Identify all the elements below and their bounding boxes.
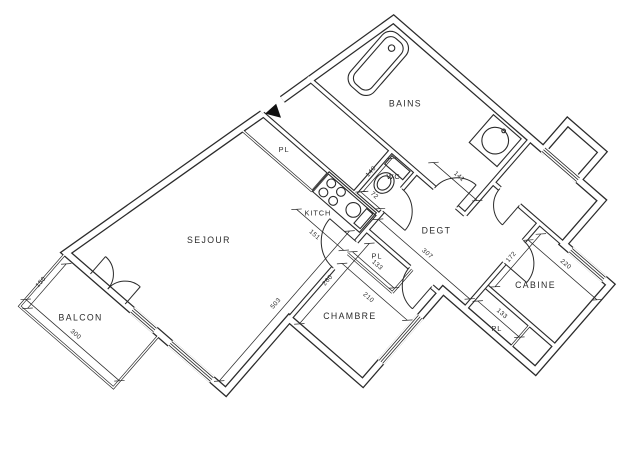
chambre-window: [377, 314, 424, 365]
room-labels: SEJOUR BALCON CHAMBRE CABINE DEGT BAINS …: [59, 98, 556, 333]
dim-cabine-pl-width: 133: [495, 307, 509, 320]
balcony-french-doors: [90, 256, 141, 305]
fixtures: [265, 30, 522, 234]
sejour-degt-door: [320, 218, 357, 269]
room-label-balcon: BALCON: [59, 312, 103, 322]
cabine-door: [504, 240, 535, 283]
room-label-sejour: SEJOUR: [187, 235, 231, 245]
closet-label-kitchen: PL: [279, 145, 290, 154]
dim-line-141: [428, 161, 483, 202]
bains-door: [434, 177, 477, 208]
sejour-window-1: [129, 307, 158, 334]
wc-door: [382, 188, 413, 231]
dim-kitch-width: 151: [308, 228, 322, 241]
dim-line-72: [355, 191, 386, 210]
dim-bains-width: 141: [452, 170, 466, 183]
room-label-wc: WC: [387, 172, 401, 181]
room-label-degt: DEGT: [422, 225, 452, 235]
dim-line-151: [291, 208, 349, 252]
entrance-marker-triangle: [265, 103, 282, 118]
dim-chambre-width: 210: [361, 291, 375, 304]
sejour-window-2: [167, 340, 215, 383]
dim-chambre-pl-width: 133: [370, 259, 384, 272]
room-label-kitch: KITCH: [305, 209, 332, 218]
dim-line-133-chambre: [347, 250, 400, 289]
dim-cabine-width: 220: [559, 258, 573, 271]
bay-window: [540, 146, 581, 183]
closet-label-cabine: PL: [491, 324, 502, 333]
cabine-window: [567, 246, 607, 283]
dim-line-220: [523, 239, 603, 301]
interior-walls: [260, 75, 566, 350]
room-label-cabine: CABINE: [515, 280, 556, 290]
dim-line-210: [336, 262, 413, 321]
dim-line-307: [372, 218, 475, 300]
toilet: [373, 154, 411, 194]
bathtub: [347, 30, 410, 97]
dim-line-133-cabine: [472, 300, 525, 338]
doors: [90, 177, 535, 310]
room-label-bains: BAINS: [389, 98, 422, 108]
entrance-door: [493, 188, 520, 226]
room-label-chambre: CHAMBRE: [323, 311, 376, 321]
windows: [129, 146, 607, 383]
closet-label-chambre: PL: [372, 251, 383, 260]
dim-line-172: [489, 233, 547, 288]
walls-core: [18, 15, 615, 396]
dim-wc-width: 72: [369, 190, 380, 201]
dim-line-503: [214, 230, 355, 382]
dim-balcon-width: 300: [69, 328, 83, 341]
kitchen-counter: [311, 171, 378, 234]
chambre-door: [401, 266, 433, 310]
dim-line-300: [20, 298, 125, 382]
dim-line-150: [22, 263, 72, 310]
dim-sejour-depth: 503: [269, 297, 282, 311]
dim-degt-length: 307: [420, 247, 434, 260]
washbasin: [468, 113, 522, 168]
